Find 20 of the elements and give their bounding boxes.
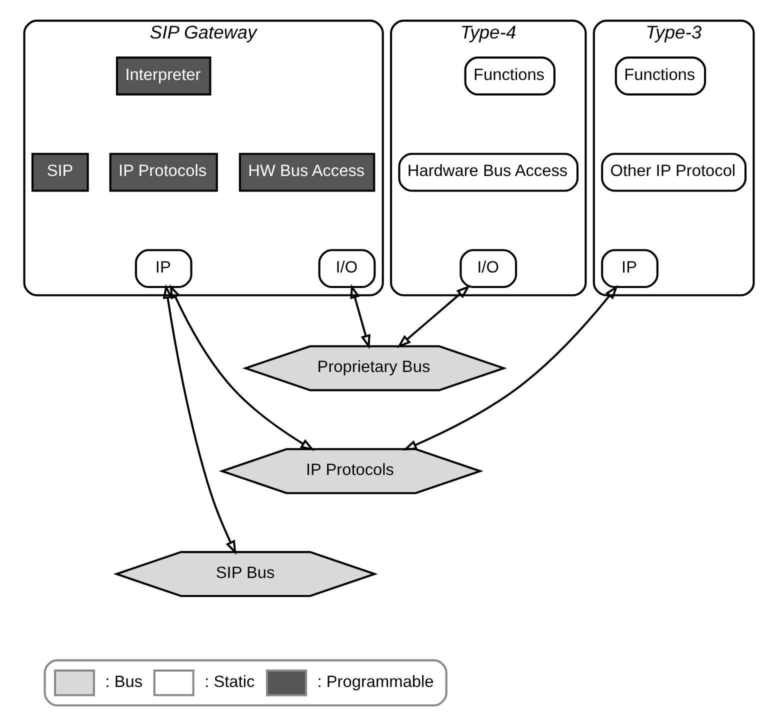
- legend-label: : Bus: [104, 672, 142, 691]
- node-box: Interpreter: [115, 56, 211, 96]
- arrow: [396, 285, 470, 348]
- arrow: [162, 284, 236, 555]
- arrow: [169, 284, 314, 451]
- node-box: Other IP Protocol: [600, 152, 746, 192]
- node-box: I/O: [318, 249, 376, 288]
- node-box: HW Bus Access: [238, 152, 375, 192]
- node-box: Functions: [464, 56, 555, 96]
- node-box: IP: [600, 249, 658, 288]
- legend-label: : Static: [204, 672, 254, 691]
- node-box: Hardware Bus Access: [398, 152, 578, 192]
- legend-label: : Programmable: [316, 672, 434, 691]
- arrow: [402, 285, 618, 450]
- node-box: SIP: [30, 152, 88, 192]
- node-box: I/O: [459, 249, 517, 288]
- node-box: Functions: [614, 56, 706, 96]
- node-box: IP: [134, 249, 192, 288]
- arrow: [350, 284, 370, 350]
- node-box: IP Protocols: [108, 152, 218, 192]
